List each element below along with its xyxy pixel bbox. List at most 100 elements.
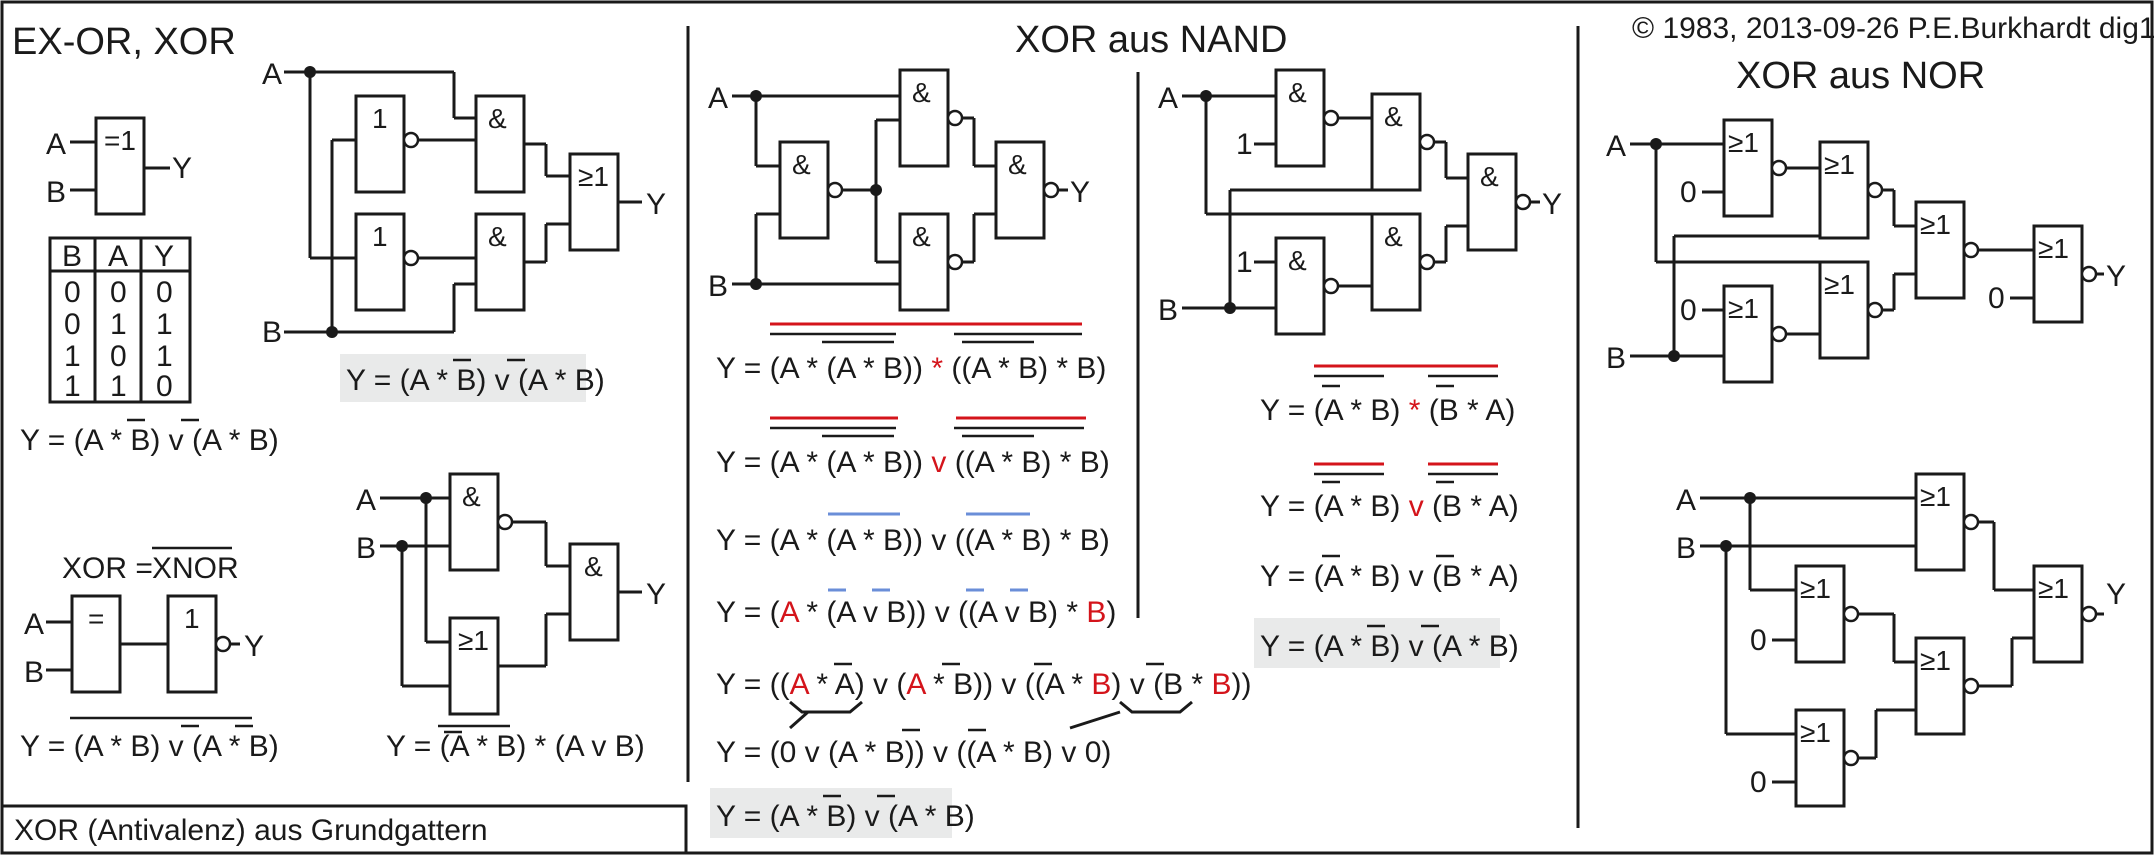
nand2-in-b: B [1158,294,1178,327]
nor1-out-y: Y [2106,260,2126,293]
circuit-nand-1: A B & & & & Y [708,68,1090,312]
or-gate-label: ≥1 [578,161,609,192]
svg-text:Y = (A * B) v (A * B): Y = (A * B) v (A * B) [1260,630,1519,663]
circuit-nand-2: A B 1 & 1 & & & & Y [1158,68,1562,336]
nor1-in-b: B [1606,342,1626,375]
nor2-in-b: B [1676,532,1696,565]
tt-cell: 1 [156,308,173,341]
const-zero: 0 [1680,294,1697,327]
nand-gate-label: & [1384,221,1403,252]
nor1-in-a: A [1606,130,1626,163]
nor-gate-label: ≥1 [1800,717,1831,748]
const-one: 1 [1236,128,1253,161]
const-zero: 0 [1750,766,1767,799]
nand-formula-5: Y = ((A * A) v (A * B)) v ((A * B) v (B … [716,662,1251,730]
nor2-out-y: Y [2106,578,2126,611]
tt-cell: 1 [110,308,127,341]
svg-text:Y = (A * (A * B)) * ((A * B) *: Y = (A * (A * B)) * ((A * B) * B) [716,352,1106,385]
nand1-out-y: Y [1070,176,1090,209]
formula-left-2: Y = (A * B) v (A * B) [346,358,605,397]
svg-text:Y = (A * B) v (B * A): Y = (A * B) v (B * A) [1260,560,1519,593]
xor-symbol: =1 A B Y [46,116,192,216]
circuit1-out-y: Y [646,188,666,221]
svg-text:Y = (A * B) v (A * B): Y = (A * B) v (A * B) [346,364,605,397]
title-left: EX-OR, XOR [12,21,236,63]
circuit1-in-b: B [262,316,282,349]
tt-cell: 1 [156,340,173,373]
const-zero: 0 [1750,624,1767,657]
and-gate-label: & [462,481,481,512]
tt-header-y: Y [154,240,174,273]
or-gate-label: ≥1 [458,625,489,656]
circuit-nor-1: A B 0 ≥1 0 ≥1 ≥1 ≥1 ≥1 [1606,118,2126,384]
circuit2-out-y: Y [646,578,666,611]
circuit2-in-b: B [356,532,376,565]
formula-left-3: Y = (A * B) v (A * B) [20,716,279,763]
nor-gate-label: ≥1 [1728,127,1759,158]
tt-cell: 0 [156,276,173,309]
nand-gate-label: & [912,221,931,252]
svg-text:Y = (A * B) * (A v B): Y = (A * B) * (A v B) [386,730,645,763]
copyright: © 1983, 2013-09-26 P.E.Burkhardt dig1-4 [1632,12,2154,45]
and-gate-label: & [488,103,507,134]
tt-header-b: B [62,240,82,273]
nand1-in-b: B [708,270,728,303]
nor-gate-label: ≥1 [1824,149,1855,180]
nand-gate-label: & [1288,245,1307,276]
circuit-xnor-not: A B = 1 Y [24,594,264,694]
nand-result: Y = (A * B) v (A * B) [716,794,975,833]
nor-gate-label: ≥1 [1920,645,1951,676]
nand-formula-3: Y = (A * (A * B)) v ((A * B) * B) [716,512,1110,557]
svg-text:Y = (0 v (A * B)) v ((A * B) v: Y = (0 v (A * B)) v ((A * B) v 0) [716,736,1111,769]
nor-gate-label: ≥1 [1920,481,1951,512]
nand2-formula-1: Y = (A * B) * (B * A) [1260,364,1515,427]
svg-text:Y = (A * B) v (A * B): Y = (A * B) v (A * B) [716,800,975,833]
circuit-not-and-or: A B 1 1 & & ≥1 [262,58,666,349]
xnor-lhs: XOR = [62,552,153,585]
xor-in-a: A [46,128,66,161]
nor-gate-label: ≥1 [1728,293,1759,324]
nor-gate-label: ≥1 [2038,573,2069,604]
circuit-nor-2: A B ≥1 0 ≥1 0 ≥1 ≥1 [1676,472,2126,808]
not-gate-label: 1 [184,603,200,634]
svg-text:Y = (A * (A v B)) v ((A v B) *: Y = (A * (A v B)) v ((A v B) * B) [716,596,1116,629]
nand-formula-1: Y = (A * (A * B)) * ((A * B) * B) [716,322,1106,385]
nor-gate-label: ≥1 [1824,269,1855,300]
nor-gate-label: ≥1 [1920,209,1951,240]
circuit-nand-or-and: A B & ≥1 & Y [356,472,666,716]
svg-text:Y = (A * B) v (A * B): Y = (A * B) v (A * B) [20,730,279,763]
nand-gate-label: & [1288,77,1307,108]
nand-gate-label: & [1008,149,1027,180]
nand2-in-a: A [1158,82,1178,115]
nor-gate-label: ≥1 [1800,573,1831,604]
xor-gate-label: =1 [104,125,136,156]
nand2-formula-2: Y = (A * B) v (B * A) [1260,462,1519,523]
nand-formula-6: Y = (0 v (A * B)) v ((A * B) v 0) [716,728,1111,769]
footer-caption: XOR (Antivalenz) aus Grundgattern [14,814,488,847]
svg-text:Y = (A * B) * (B * A): Y = (A * B) * (B * A) [1260,394,1515,427]
xnor-out-y: Y [244,630,264,663]
xor-in-b: B [46,176,66,209]
xnor-caption: XOR = XNOR [62,546,239,585]
nand-formula-2: Y = (A * (A * B)) v ((A * B) * B) [716,416,1110,479]
truth-table: B A Y 0 0 0 0 1 1 1 0 1 1 1 0 [48,236,192,404]
tt-cell: 1 [110,370,127,403]
not-gate-label: 1 [372,221,388,252]
xnor-rhs: XNOR [152,552,239,585]
formula-highlight [340,354,586,402]
not-gate-label: 1 [372,103,388,134]
nand-gate-label: & [1384,101,1403,132]
svg-text:Y = (A * (A * B)) v ((A * B) *: Y = (A * (A * B)) v ((A * B) * B) [716,446,1110,479]
title-nor: XOR aus NOR [1736,55,1985,97]
svg-text:Y = (A * B) v (B * A): Y = (A * B) v (B * A) [1260,490,1519,523]
eq-gate-label: = [88,603,104,634]
nor-gate-label: ≥1 [2038,233,2069,264]
const-zero: 0 [1680,176,1697,209]
nor2-in-a: A [1676,484,1696,517]
tt-header-a: A [108,240,128,273]
svg-text:Y = ((A * A) v (A * B)) v ((A: Y = ((A * A) v (A * B)) v ((A * B) v (B … [716,668,1251,701]
xnor-in-b: B [24,656,44,689]
circuit2-in-a: A [356,484,376,517]
tt-cell: 0 [110,340,127,373]
